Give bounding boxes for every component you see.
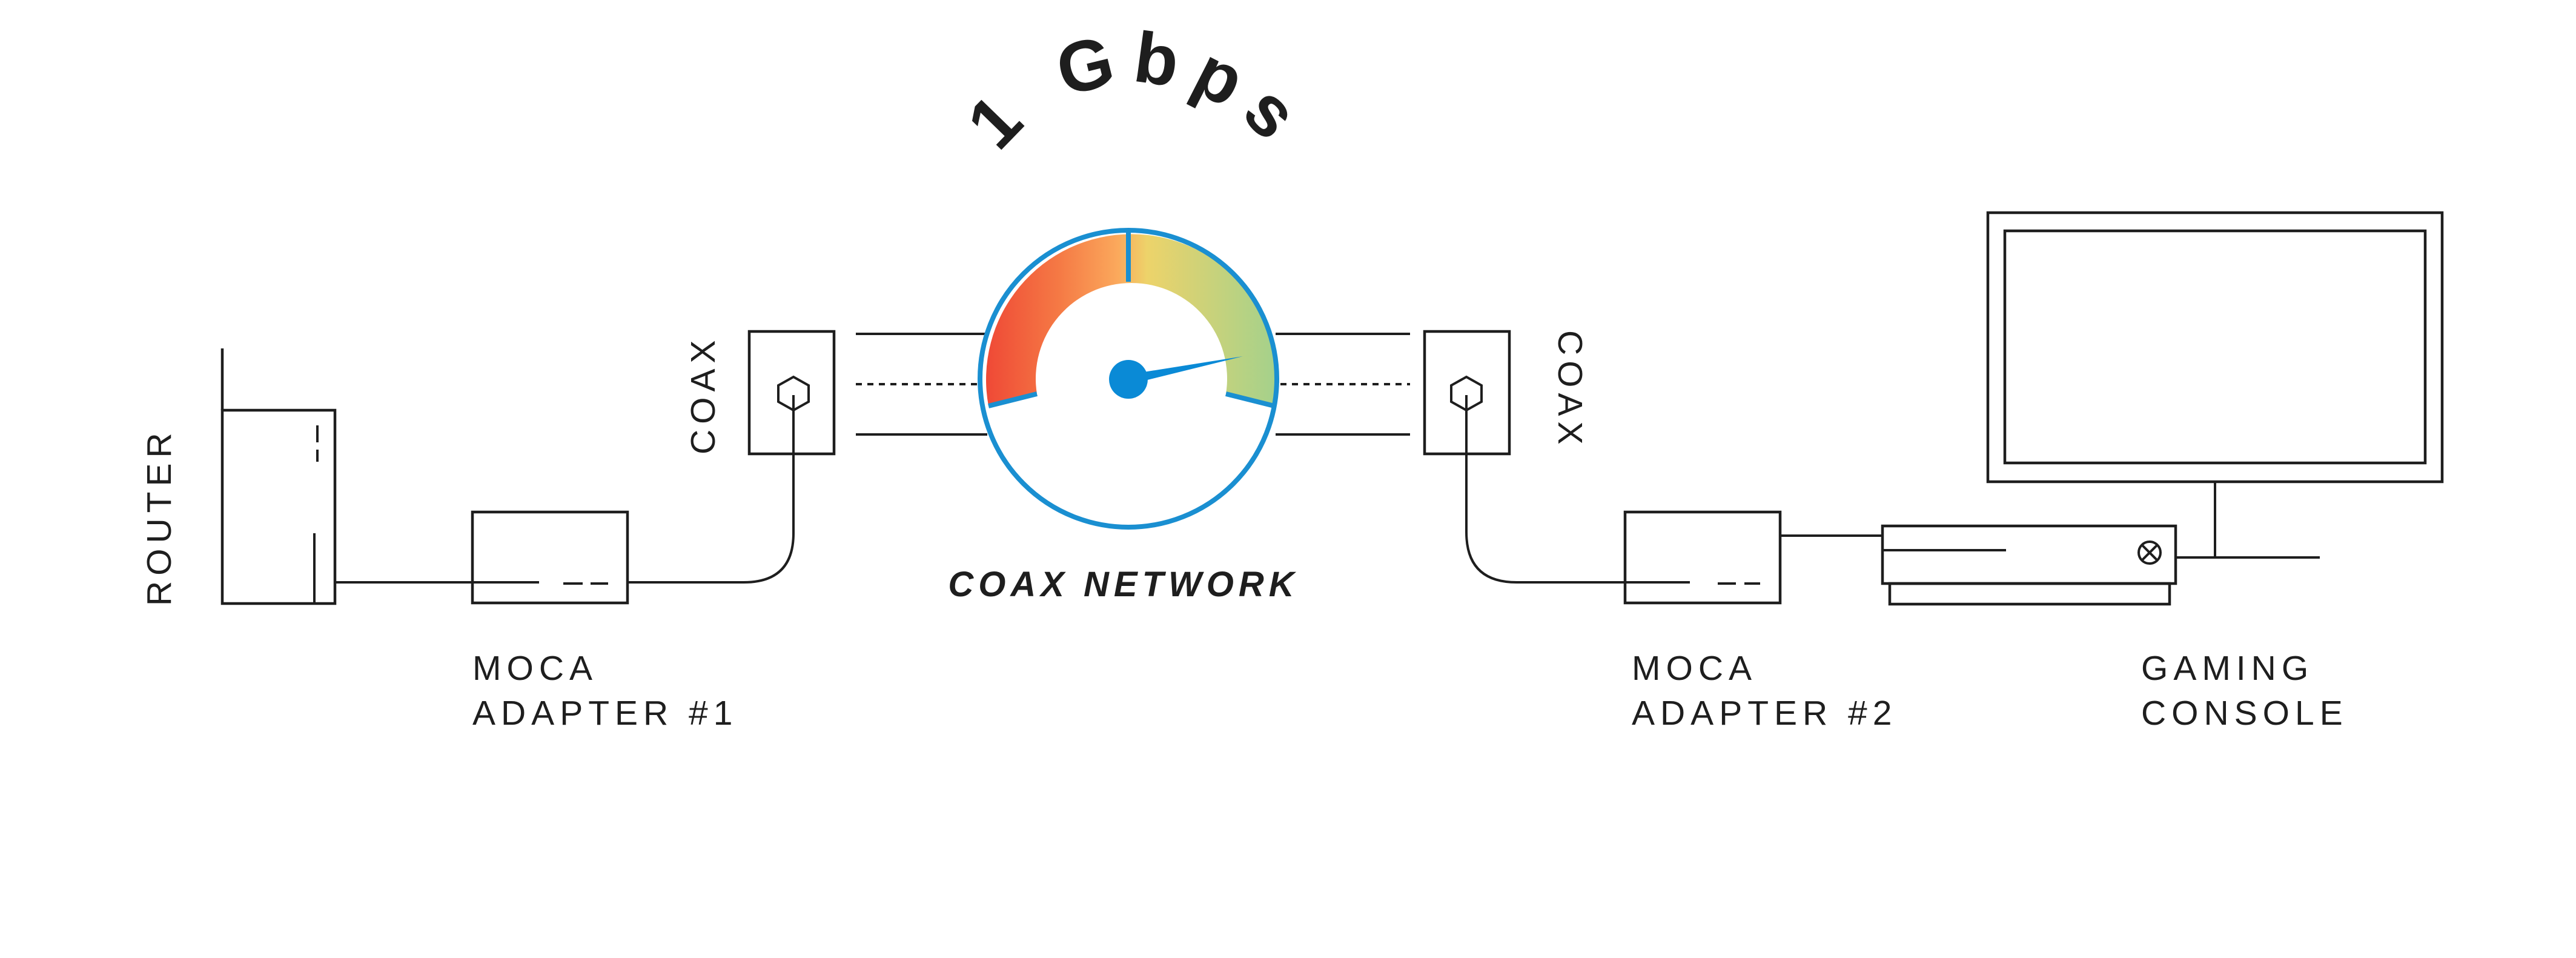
left-wall-plate — [747, 330, 836, 456]
coax-line-right — [1276, 333, 1410, 436]
router-label: ROUTER — [140, 427, 179, 606]
coax-network-label: COAX NETWORK — [948, 565, 1299, 604]
speed-label: 1 Gbps — [952, 17, 1323, 164]
xbox-logo-icon — [2137, 541, 2162, 565]
coax-line-left — [856, 333, 987, 436]
coax-left-label: COAX — [684, 334, 723, 454]
adapter-2-label-line1: MOCA — [1632, 649, 1757, 688]
adapter-1-coax-cable — [627, 395, 795, 584]
coax-right-label: COAX — [1551, 330, 1589, 450]
console-label-line2: CONSOLE — [2141, 694, 2348, 733]
moca-adapter-1 — [471, 510, 629, 605]
coax-port-icon — [777, 375, 810, 412]
moca-adapter-2 — [1623, 510, 1782, 605]
adapter-1-label-line2: ADAPTER #1 — [472, 694, 738, 733]
gauge-hub — [1109, 360, 1148, 399]
gauge-needle — [1128, 356, 1243, 384]
gaming-console — [1881, 524, 2177, 606]
console-label-line1: GAMING — [2141, 649, 2314, 688]
adapter-2-coax-cable — [1465, 395, 1690, 584]
router-device — [220, 348, 337, 605]
adapter-2-label-line2: ADAPTER #2 — [1632, 694, 1897, 733]
speed-gauge — [978, 228, 1279, 530]
tv-monitor — [1986, 211, 2444, 559]
gauge-color-band — [986, 234, 1277, 406]
adapter-1-label-line1: MOCA — [472, 649, 598, 688]
